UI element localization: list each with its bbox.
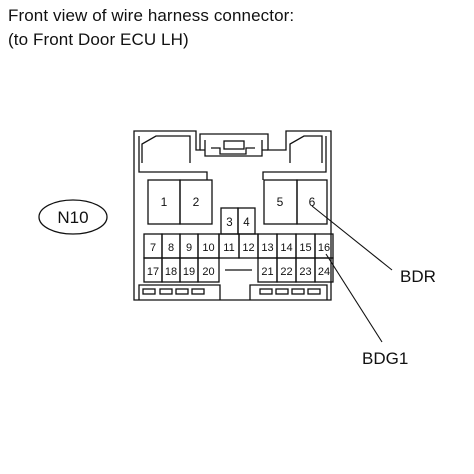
pin-label: 6 [309,195,316,209]
caption-line-1: Front view of wire harness connector: [8,6,295,25]
pin-label: 18 [165,266,177,278]
callout-bdg1: BDG1 [362,349,408,368]
pin-label: 11 [223,242,234,254]
pin-label: 3 [226,217,232,229]
connector-code-badge [38,199,108,235]
pin-label: 13 [261,242,273,254]
pin-label: 22 [280,266,292,278]
leader-line-bdr [311,205,393,271]
pin-label: 14 [280,242,292,254]
pin-label: 5 [277,195,284,209]
callout-bdr: BDR [400,267,436,286]
pin-label: 21 [261,266,273,278]
pin-label: 7 [150,242,156,254]
pin-label: 24 [318,266,330,278]
pin-label: 10 [202,242,214,254]
pin-label: 12 [242,242,254,254]
pin-label: 19 [183,266,195,278]
cavity-2 [179,179,213,225]
cavity-6 [296,179,328,225]
leader-line-bdg1 [325,253,383,343]
pin-label: 1 [161,195,168,209]
pin-label: 8 [168,242,174,254]
caption-line-2: (to Front Door ECU LH) [8,30,189,49]
pin-label: 2 [193,195,200,209]
pin-label: 4 [243,217,250,229]
pin-label: 20 [202,266,214,278]
pin-label: 15 [299,242,311,254]
pin-label: 9 [186,242,192,254]
pin-label: 23 [299,266,311,278]
connector-code: N10 [57,208,88,227]
pin-label: 17 [147,266,159,278]
pin-label: 16 [318,242,330,254]
